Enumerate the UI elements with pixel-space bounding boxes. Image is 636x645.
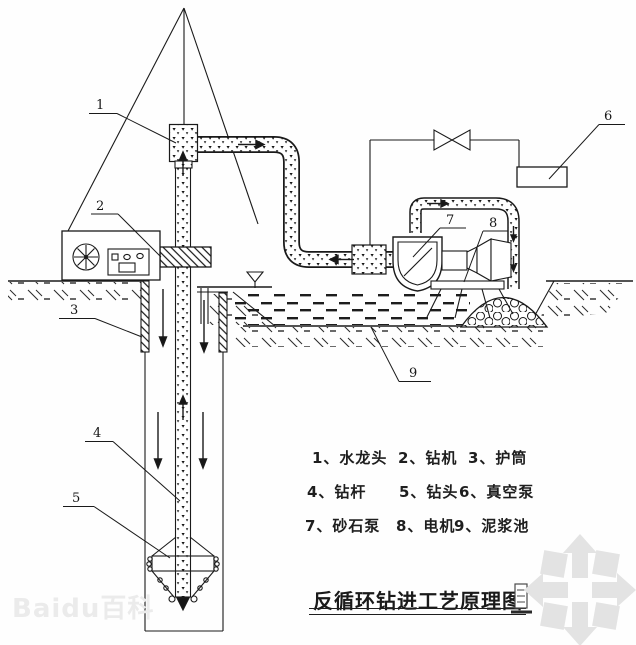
baidu-watermark: Baidu百科 (12, 594, 155, 624)
legend-item-9: 9、泥浆池 (454, 517, 530, 535)
arrow-left-suction-pipe (328, 254, 354, 265)
ground-right (528, 280, 633, 327)
casing-right (218, 292, 228, 353)
valve-icon (433, 129, 471, 151)
svg-text:6: 6 (604, 109, 612, 124)
arrow-down-annulus-right-upper (199, 300, 209, 354)
svg-text:7: 7 (446, 213, 454, 228)
arrow-down-discharge-2 (509, 256, 518, 273)
ground-left (8, 280, 144, 302)
wellhead-trough (197, 271, 272, 324)
control-panel (107, 248, 150, 276)
legend-item-5: 5、钻头 (399, 483, 459, 501)
arrow-right-top-pipe (238, 139, 266, 150)
flow-arrows (153, 139, 518, 470)
callout-2: 2 (91, 199, 162, 258)
arrow-right-discharge-top (427, 198, 450, 209)
drill-bit (146, 536, 220, 612)
discharge-pipe (409, 197, 520, 289)
callout-9: 9 (370, 326, 431, 382)
title-underline (309, 608, 526, 615)
pipe-coupling (351, 244, 387, 275)
drill-rig-box (61, 230, 161, 281)
legend-item-8: 8、电机 (396, 517, 456, 535)
svg-text:4: 4 (93, 426, 101, 441)
borehole (140, 280, 228, 632)
vacuum-line (369, 129, 568, 245)
arrow-down-annulus-right-lower (198, 412, 208, 470)
arrow-down-discharge-1 (509, 226, 518, 243)
svg-text:5: 5 (72, 491, 80, 506)
vacuum-pump (516, 166, 568, 188)
legend-item-6: 6、真空泵 (459, 483, 535, 501)
callout-3: 3 (59, 303, 143, 338)
electric-motor (476, 238, 512, 282)
arrow-down-annulus-left-lower (153, 412, 163, 470)
pump-shaft (441, 250, 468, 271)
rotary-table (159, 246, 212, 268)
diagram-title: 反循环钻进工艺原理图 (313, 589, 523, 613)
casing-left (140, 280, 150, 353)
callout-8: 8 (463, 216, 508, 283)
arrow-up-swivel (178, 150, 188, 176)
callout-7: 7 (412, 213, 466, 258)
legend-item-2: 2、钻机 (398, 449, 458, 467)
pinwheel-squares (540, 550, 620, 630)
mud-return-pipe (196, 136, 393, 268)
callout-1: 1 (89, 98, 177, 144)
cuttings-pile (459, 296, 549, 328)
pinwheel-watermark-icon (524, 534, 636, 645)
svg-text:9: 9 (409, 366, 417, 381)
svg-text:3: 3 (70, 303, 78, 318)
drill-pipe (174, 149, 192, 598)
fan-icon (72, 243, 100, 271)
legend-item-4: 4、钻杆 (307, 483, 367, 501)
callouts: 1 2 3 4 5 6 7 (59, 98, 625, 559)
arrow-up-drill-pipe (178, 394, 188, 420)
callout-4: 4 (85, 426, 181, 502)
derrick-mast (67, 7, 259, 232)
pinwheel-arrows (524, 534, 636, 645)
callout-5: 5 (63, 491, 171, 559)
svg-text:2: 2 (96, 199, 104, 214)
svg-text:8: 8 (489, 216, 497, 231)
svg-text:1: 1 (96, 98, 104, 113)
water-level-icon (245, 271, 265, 288)
legend-item-1: 1、水龙头 (312, 449, 388, 467)
motor-stand (426, 280, 514, 319)
legend-item-7: 7、砂石泵 (305, 517, 381, 535)
mud-surface (233, 294, 470, 325)
callout-6: 6 (548, 109, 625, 180)
arrow-down-annulus-left-upper (158, 289, 168, 348)
legend-item-3: 3、护筒 (468, 449, 528, 467)
